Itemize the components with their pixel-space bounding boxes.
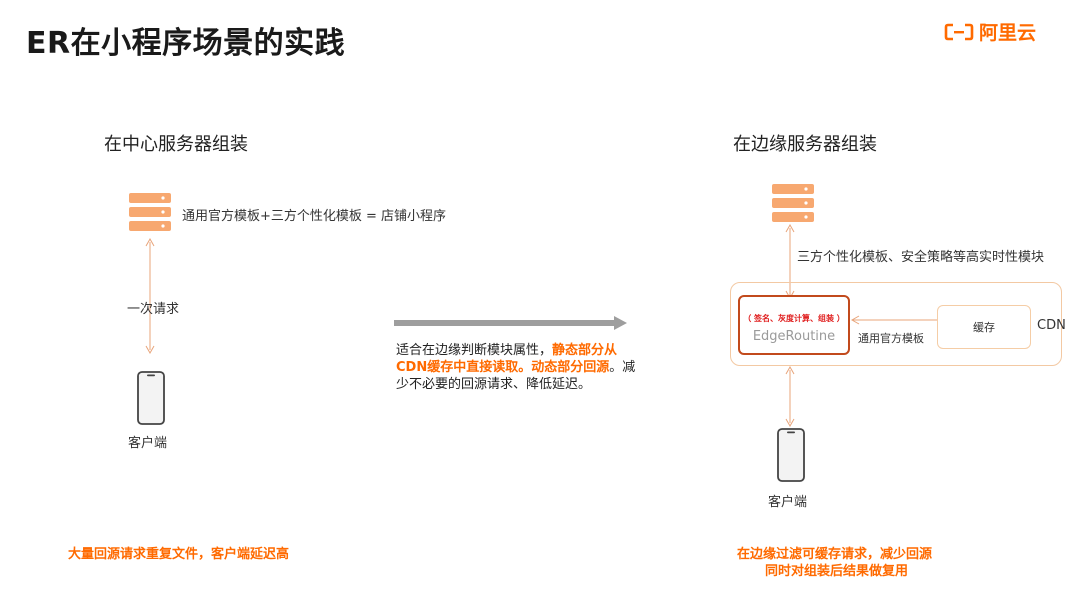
cdn-container xyxy=(730,282,1062,366)
right-server-icon xyxy=(772,184,814,222)
middle-note-part1: 适合在边缘判断模块属性， xyxy=(396,343,553,358)
left-server-desc: 通用官方模板+三方个性化模板 = 店铺小程序 xyxy=(182,209,447,224)
edgeroutine-label: EdgeRoutine xyxy=(752,329,836,344)
right-phone-icon xyxy=(777,428,805,482)
middle-arrow xyxy=(394,316,627,330)
right-bottom-note-line2: 同时对组装后结果做复用 xyxy=(765,564,909,579)
right-client-label: 客户端 xyxy=(768,495,808,510)
cache-label: 缓存 xyxy=(973,321,995,334)
cache-to-er-arrow xyxy=(850,315,937,325)
aliyun-logo: 阿里云 xyxy=(944,18,1036,45)
right-server-desc: 三方个性化模板、安全策略等高实时性模块 xyxy=(797,250,1045,265)
right-bottom-note-line1: 在边缘过滤可缓存请求，减少回源 xyxy=(737,547,933,562)
right-client-connector xyxy=(785,365,795,428)
left-section-title: 在中心服务器组装 xyxy=(104,134,248,155)
edgeroutine-tags: （ 签名、灰度计算、组装 ） xyxy=(743,314,845,323)
left-bottom-note: 大量回源请求重复文件，客户端延迟高 xyxy=(68,547,290,562)
cdn-label: CDN xyxy=(1037,318,1066,333)
middle-note: 适合在边缘判断模块属性，静态部分从CDN缓存中直接读取。动态部分回源。减少不必要… xyxy=(396,342,646,393)
middle-note-part3: 。减少不必要的回源请求、降低延迟。 xyxy=(396,360,636,392)
left-phone-icon xyxy=(137,371,165,425)
logo-text: 阿里云 xyxy=(978,22,1036,44)
template-label: 通用官方模板 xyxy=(858,332,924,345)
cache-box: 缓存 xyxy=(937,305,1031,349)
left-server-icon xyxy=(129,193,171,231)
right-section-title: 在边缘服务器组装 xyxy=(733,134,877,155)
edgeroutine-box xyxy=(738,295,850,355)
left-request-connector xyxy=(145,237,155,355)
page-title: ER在小程序场景的实践 xyxy=(26,26,346,61)
aliyun-logo-icon xyxy=(944,23,974,40)
middle-note-highlight: 静态部分从CDN缓存中直接读取。动态部分回源 xyxy=(396,343,618,375)
left-client-label: 客户端 xyxy=(128,436,168,451)
left-request-label: 一次请求 xyxy=(127,302,180,317)
